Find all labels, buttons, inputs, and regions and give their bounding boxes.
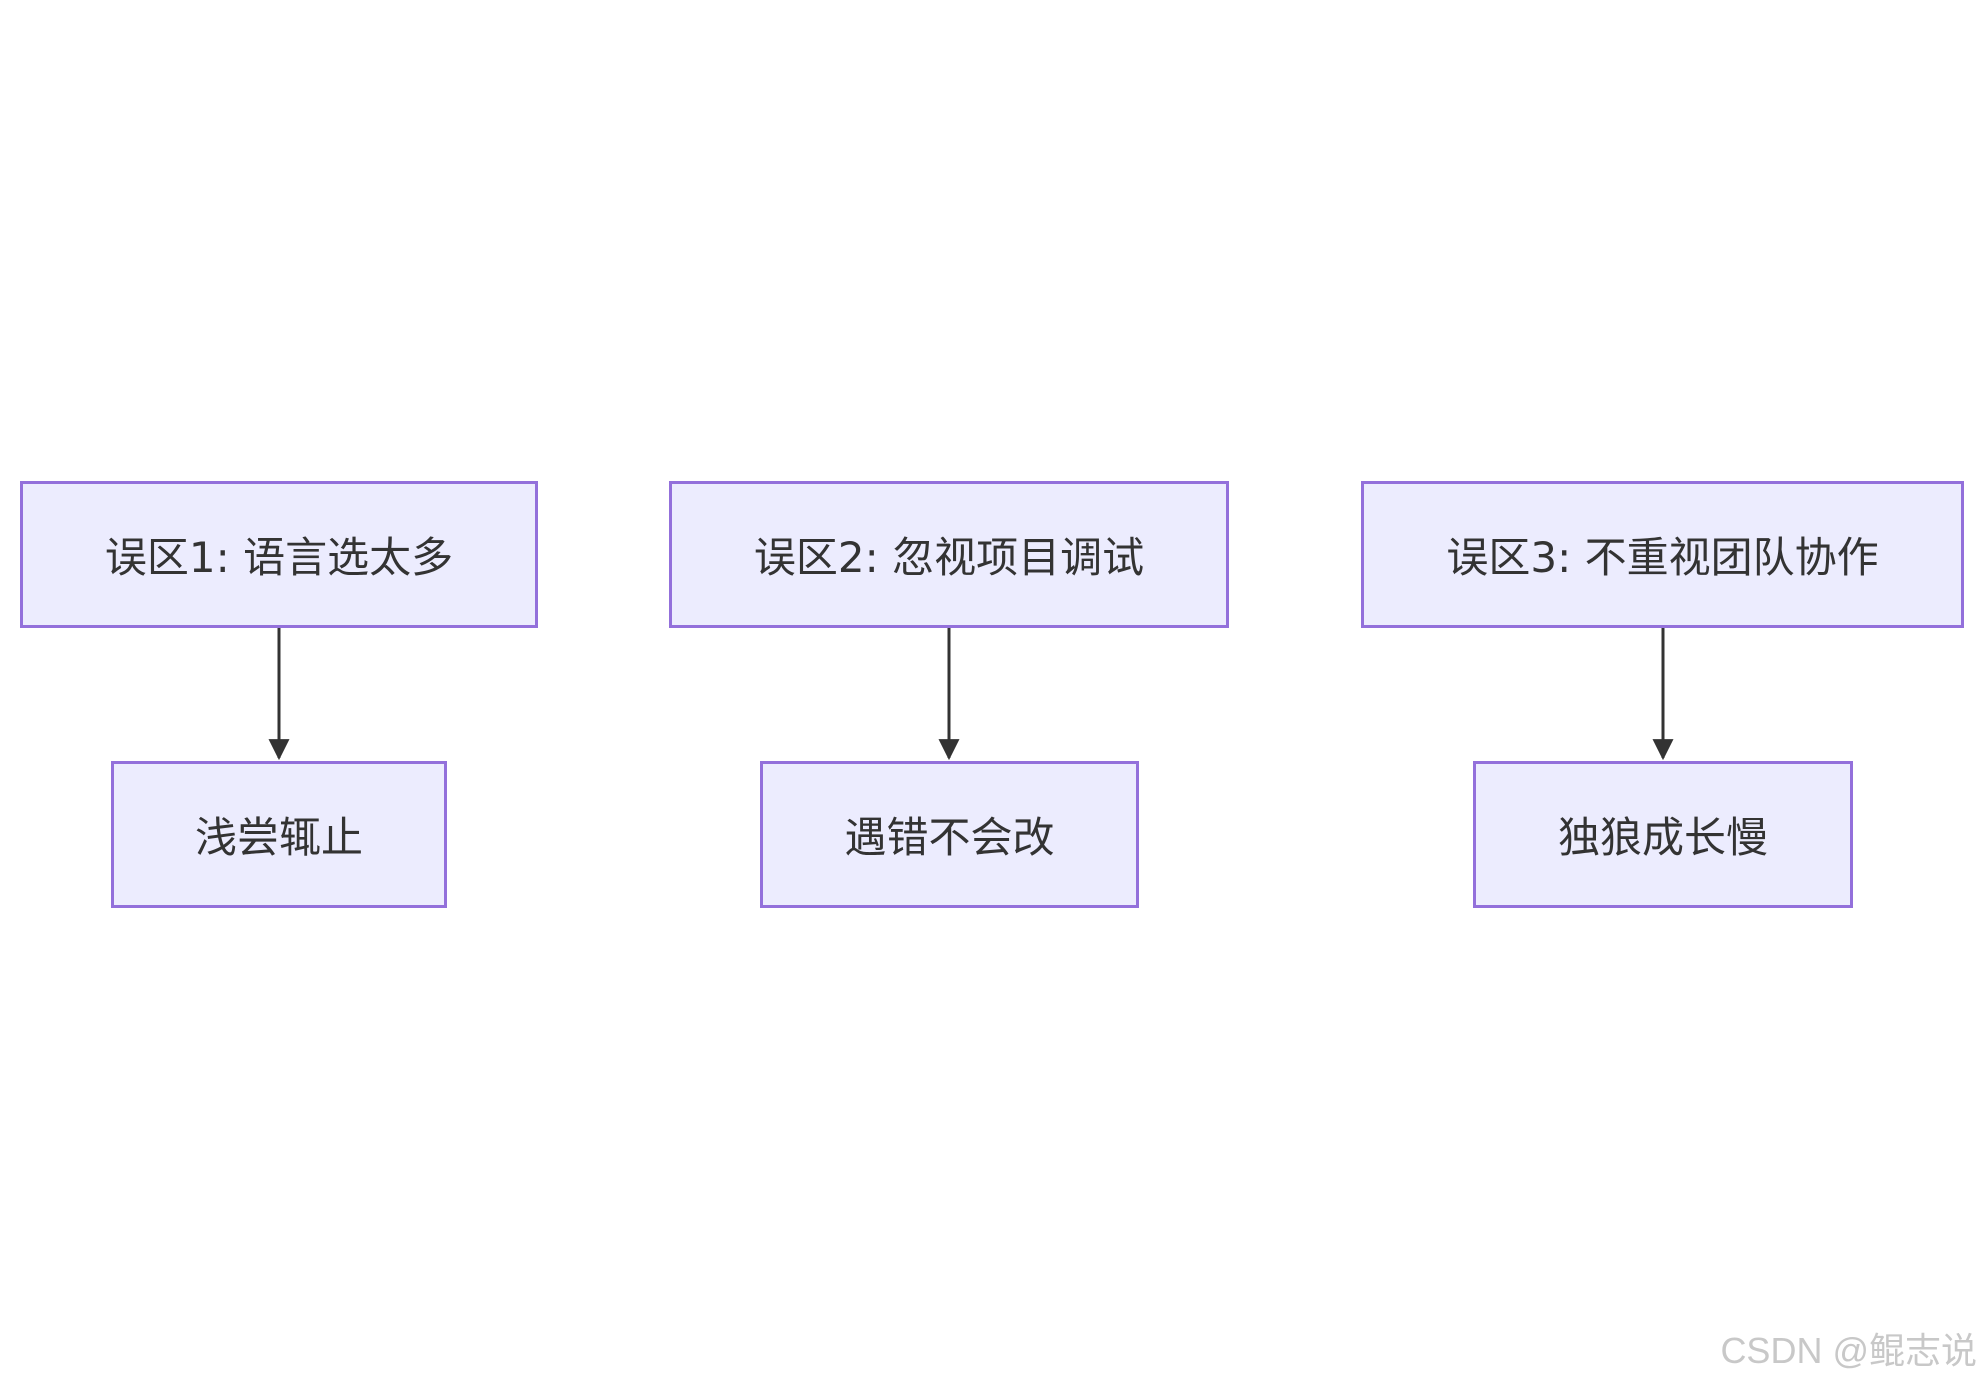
node-misconception-3-label: 误区3: 不重视团队协作 — [1446, 533, 1879, 582]
node-misconception-2-label: 误区2: 忽视项目调试 — [753, 533, 1145, 582]
node-misconception-2: 误区2: 忽视项目调试 — [669, 481, 1229, 628]
node-misconception-3: 误区3: 不重视团队协作 — [1361, 481, 1964, 628]
node-result-3-label: 独狼成长慢 — [1557, 813, 1768, 862]
node-result-2: 遇错不会改 — [760, 761, 1139, 908]
node-result-2-label: 遇错不会改 — [844, 813, 1055, 862]
node-misconception-1-label: 误区1: 语言选太多 — [104, 533, 454, 582]
node-result-3: 独狼成长慢 — [1473, 761, 1853, 908]
node-misconception-1: 误区1: 语言选太多 — [20, 481, 538, 628]
watermark: CSDN @鲲志说 — [1720, 1330, 1977, 1371]
node-result-1: 浅尝辄止 — [111, 761, 447, 908]
node-result-1-label: 浅尝辄止 — [194, 813, 363, 862]
